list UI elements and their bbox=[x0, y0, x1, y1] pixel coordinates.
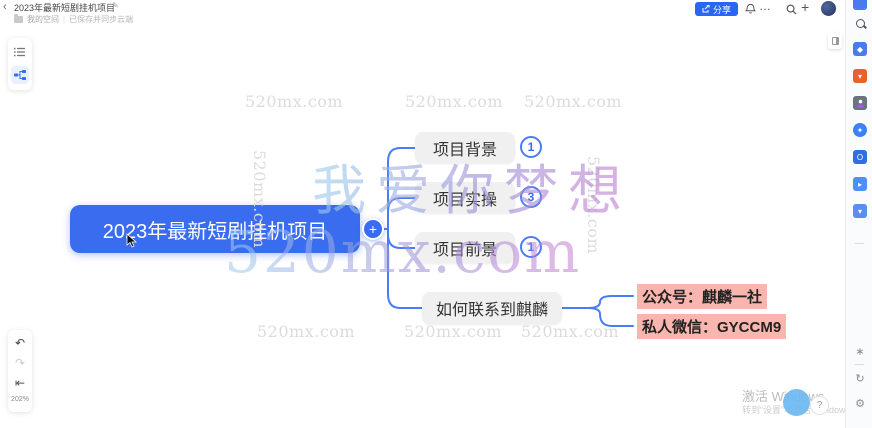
view-toolbar bbox=[8, 38, 32, 90]
collapse-all-button[interactable]: ⇤ bbox=[14, 376, 26, 390]
extension-icon-3[interactable]: ▾ bbox=[853, 69, 867, 83]
new-tab-plus-icon[interactable]: + bbox=[801, 0, 810, 15]
watermark-tile: 520mx.com bbox=[524, 92, 623, 111]
share-icon bbox=[702, 5, 710, 13]
document-title[interactable]: 2023年最新短剧挂机项目 bbox=[14, 3, 116, 13]
zoom-level[interactable]: 202% bbox=[11, 396, 29, 403]
back-icon[interactable]: ‹ bbox=[3, 1, 7, 13]
browser-header: ‹ 2023年最新短剧挂机项目 ✎ 我的空间 | 已保存并同步云端 分享 … + bbox=[0, 0, 845, 28]
right-panel-toggle[interactable] bbox=[828, 33, 842, 49]
extension-icon-4[interactable]: ✦ bbox=[853, 123, 867, 137]
extensions-sidebar: ◆ ▾ ✦ O ▸ ▾ ∗ ↻ ⚙ bbox=[845, 0, 872, 428]
workspace-folder-icon bbox=[14, 14, 23, 23]
search-icon[interactable] bbox=[785, 3, 797, 15]
magnifier-glyph bbox=[855, 18, 865, 28]
sidebar-search-icon[interactable] bbox=[853, 16, 867, 30]
history-zoom-toolbar: ↶ ↷ ⇤ 202% bbox=[8, 330, 32, 412]
watermark-tile: 520mx.com bbox=[521, 322, 620, 341]
branch-node-practice[interactable]: 项目实操 bbox=[415, 182, 515, 213]
outline-view-button[interactable] bbox=[11, 43, 29, 61]
branch-node-contact[interactable]: 如何联系到麒麟 bbox=[422, 292, 562, 324]
refresh-icon[interactable]: ↻ bbox=[855, 371, 865, 385]
expand-collapse-button[interactable]: + bbox=[362, 218, 384, 240]
workspace-label[interactable]: 我的空间 bbox=[27, 15, 59, 24]
extension-icon-7[interactable]: ▾ bbox=[853, 204, 867, 218]
status-divider: | bbox=[63, 15, 66, 24]
contact-node-wechat[interactable]: 私人微信：GYCCM9 bbox=[637, 314, 787, 339]
extension-icon-2[interactable]: ◆ bbox=[853, 42, 867, 56]
watermark-tile-vertical: 520mx.com bbox=[584, 156, 603, 255]
contact-node-official-account[interactable]: 公众号：麒麟一社 bbox=[637, 284, 768, 309]
collapsed-count-badge[interactable]: 1 bbox=[520, 136, 542, 158]
extension-icon-6[interactable]: ▸ bbox=[853, 177, 867, 191]
extension-icon-1[interactable] bbox=[853, 0, 867, 10]
settings-gear-icon[interactable]: ⚙ bbox=[855, 396, 865, 410]
save-status: 已保存并同步云端 bbox=[69, 15, 134, 24]
extension-icon-5[interactable]: O bbox=[853, 150, 867, 164]
share-label: 分享 bbox=[713, 4, 732, 15]
watermark-tile: 520mx.com bbox=[245, 92, 344, 111]
edit-title-icon[interactable]: ✎ bbox=[112, 1, 119, 10]
collapsed-count-badge[interactable]: 3 bbox=[520, 186, 542, 208]
branch-node-prospect[interactable]: 项目前景 bbox=[415, 232, 515, 263]
root-node[interactable]: 2023年最新短剧挂机项目 bbox=[70, 205, 360, 253]
watermark-tile: 520mx.com bbox=[404, 322, 503, 341]
more-menu-icon[interactable]: … bbox=[759, 0, 772, 13]
branch-node-background[interactable]: 项目背景 bbox=[415, 132, 515, 163]
redo-button[interactable]: ↷ bbox=[14, 356, 26, 370]
notifications-bell-icon[interactable] bbox=[744, 3, 756, 15]
panel-icon bbox=[831, 37, 839, 45]
help-float-button[interactable]: ? bbox=[810, 396, 829, 415]
share-button[interactable]: 分享 bbox=[695, 2, 739, 16]
sidebar-divider-bottom bbox=[855, 364, 864, 365]
mindmap-view-button[interactable] bbox=[11, 66, 29, 84]
sidebar-divider bbox=[855, 243, 864, 244]
extension-person-icon[interactable] bbox=[853, 96, 867, 110]
file-status-bar: 我的空间 | 已保存并同步云端 bbox=[14, 14, 133, 25]
assistant-float-button[interactable] bbox=[783, 389, 810, 416]
user-avatar[interactable] bbox=[821, 1, 836, 16]
watermark-tile: 520mx.com bbox=[405, 92, 504, 111]
watermark-tile: 520mx.com bbox=[257, 322, 356, 341]
collapsed-count-badge[interactable]: 1 bbox=[520, 236, 542, 258]
undo-button[interactable]: ↶ bbox=[14, 336, 26, 350]
sidebar-more-icon[interactable]: ∗ bbox=[855, 344, 865, 358]
